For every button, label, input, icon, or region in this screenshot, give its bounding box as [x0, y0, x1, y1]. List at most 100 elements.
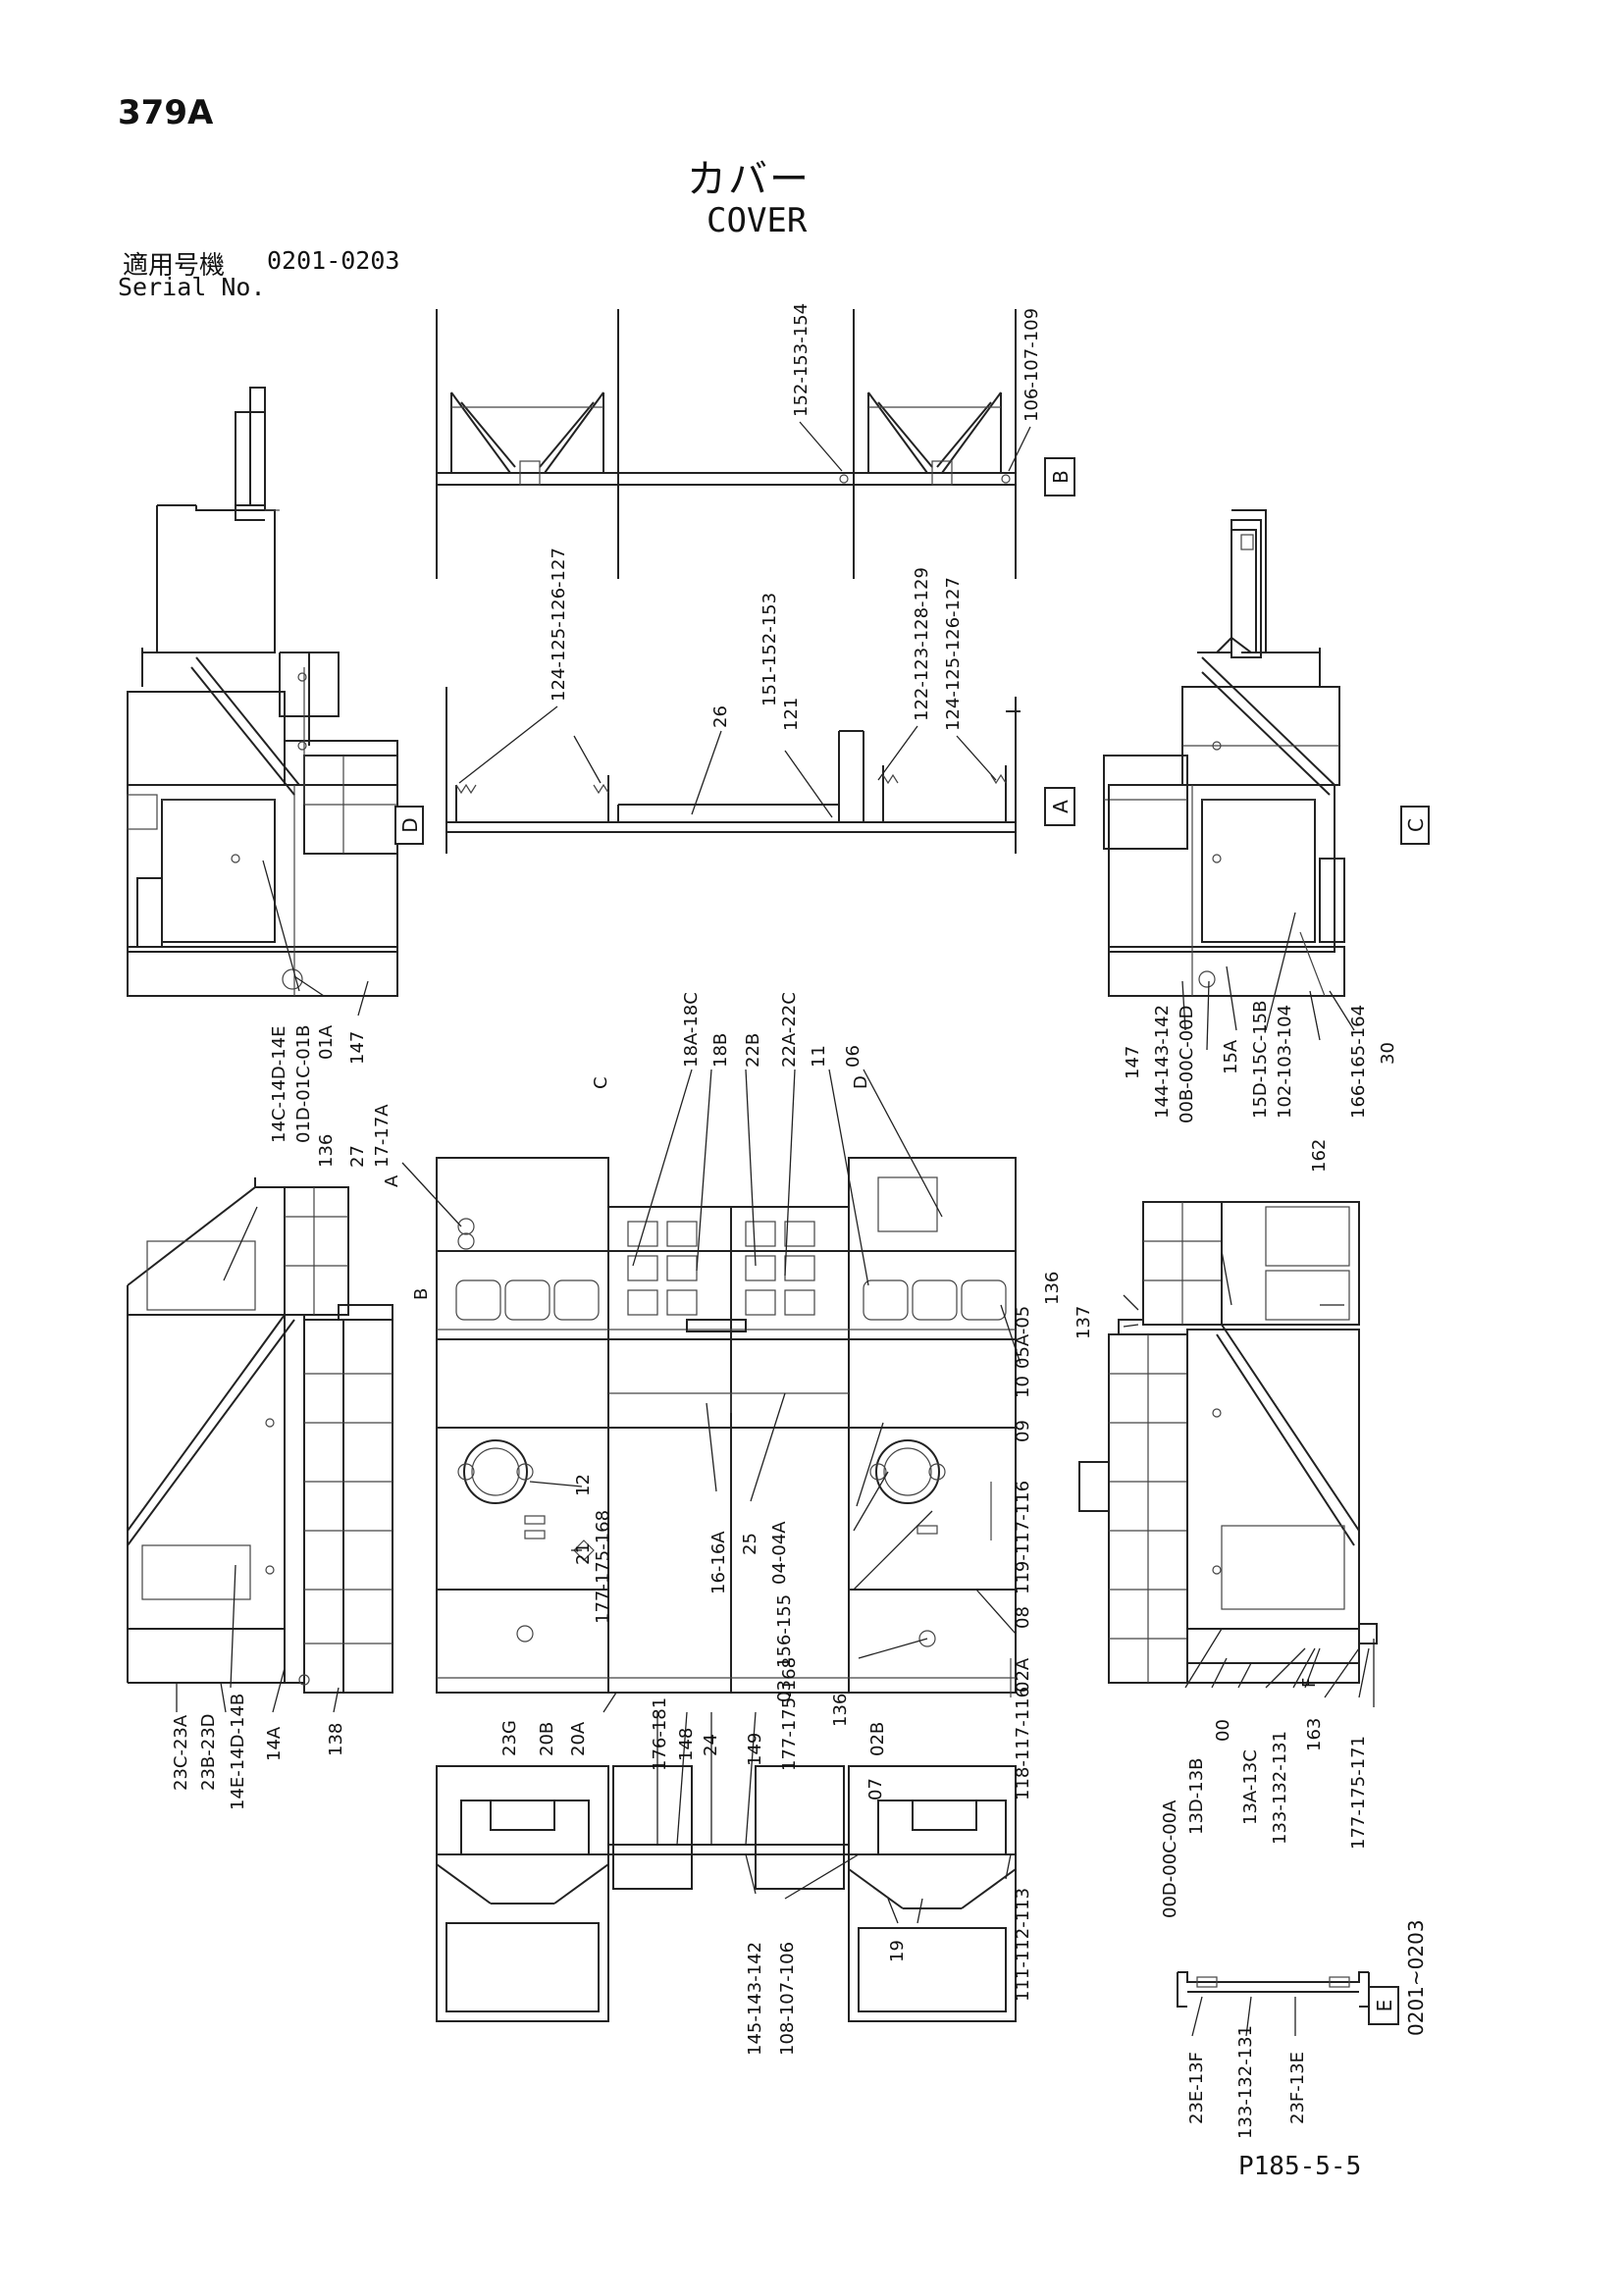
part-label: 122-123-128-129	[912, 567, 932, 721]
part-label: 106-107-109	[1021, 308, 1042, 422]
arrow-label-f: F	[1299, 1678, 1320, 1688]
part-label: 151-152-153	[759, 593, 780, 706]
serial-range: 0201-0203	[267, 246, 400, 275]
view-e-letter: E	[1373, 2000, 1396, 2012]
part-label: 03	[774, 1680, 795, 1702]
part-label: 138	[326, 1723, 346, 1756]
part-label: 22B	[743, 1033, 763, 1068]
part-label: 30	[1378, 1042, 1398, 1065]
arrow-label-c: C	[591, 1076, 611, 1089]
part-label: 145-143-142	[745, 1942, 765, 2056]
part-label: 23E-13F	[1186, 2052, 1207, 2124]
part-label: 17-17A	[372, 1104, 393, 1168]
part-label: 26	[710, 705, 731, 728]
part-label: 121	[781, 698, 802, 731]
arrow-label-a: A	[382, 1174, 402, 1187]
view-d-marker	[394, 806, 424, 845]
part-label: 13D-13B	[1186, 1757, 1207, 1835]
part-label: 14A	[264, 1726, 285, 1761]
part-label: 00B-00C-00D	[1177, 1006, 1197, 1123]
arrow-label-b: B	[411, 1288, 432, 1300]
serial-label-japanese: 適用号機	[123, 251, 226, 281]
part-label: 118-117-116	[1013, 1687, 1033, 1800]
part-label: 20A	[568, 1721, 589, 1756]
part-label: 152-153-154	[791, 303, 812, 417]
part-label: 01D-01C-01B	[293, 1025, 314, 1143]
part-label: 06	[843, 1045, 864, 1068]
title-japanese: カバー	[687, 157, 811, 202]
part-label: 27	[347, 1145, 368, 1168]
part-label: 177-175-168	[593, 1510, 613, 1624]
part-label: 01A	[316, 1024, 337, 1060]
part-label: 149	[745, 1733, 765, 1766]
part-label: 05A-05	[1013, 1306, 1033, 1369]
view-b-letter: B	[1049, 470, 1073, 484]
part-label: 144-143-142	[1152, 1005, 1173, 1119]
part-label: 147	[1123, 1046, 1143, 1079]
page-code: P185-5-5	[1238, 2152, 1362, 2181]
e-view-serial: 0201~0203	[1404, 1919, 1428, 2036]
part-label: 23F-13E	[1287, 2052, 1308, 2124]
part-label: 13A-13C	[1240, 1749, 1261, 1825]
part-label: 177-175-168	[779, 1657, 800, 1771]
part-label: 166-165-164	[1348, 1005, 1369, 1119]
part-label: 02A	[1013, 1657, 1033, 1693]
view-c-side	[1103, 509, 1355, 1051]
part-label: 148	[676, 1728, 697, 1761]
part-label: 12	[573, 1474, 594, 1496]
part-label: 136	[1042, 1272, 1063, 1305]
part-label: 177-175-171	[1348, 1736, 1369, 1850]
part-label: 22A-22C	[779, 992, 800, 1068]
part-label: 156-155	[774, 1594, 795, 1668]
part-label: 16-16A	[708, 1531, 729, 1594]
view-e-section	[1177, 1971, 1370, 2037]
part-label: 108-107-106	[777, 1942, 798, 2056]
view-a-letter: A	[1049, 800, 1073, 813]
part-label: 10	[1013, 1376, 1033, 1398]
part-label: 00	[1213, 1719, 1233, 1742]
arrow-label-d: D	[851, 1075, 871, 1089]
view-a-frame	[445, 687, 1021, 854]
view-b-marker	[1044, 457, 1075, 496]
part-label: 23G	[499, 1720, 520, 1756]
view-a-marker	[1044, 787, 1075, 826]
view-d-side	[127, 387, 398, 1017]
title-english: COVER	[707, 201, 808, 240]
part-label: 111-112-113	[1013, 1888, 1033, 2002]
bottom-steps-plan	[436, 1711, 1017, 2022]
part-label: 162	[1309, 1139, 1330, 1173]
right-lower-side	[1078, 1201, 1378, 1707]
view-e-marker	[1368, 1986, 1399, 2025]
part-label: 09	[1013, 1420, 1033, 1442]
view-c-letter: C	[1404, 818, 1428, 832]
part-label: 20B	[537, 1722, 557, 1756]
center-plan	[401, 1069, 1021, 1713]
part-label: 19	[887, 1940, 908, 1962]
left-lower-side	[127, 1177, 393, 1713]
part-label: 124-125-126-127	[943, 577, 964, 731]
part-label: 11	[809, 1045, 829, 1068]
part-label: 21	[573, 1542, 594, 1565]
part-label: 18A-18C	[681, 992, 702, 1068]
view-b-frame	[436, 309, 1031, 579]
part-label: 18B	[710, 1033, 731, 1068]
part-label: 04-04A	[769, 1521, 790, 1585]
part-label: 02B	[867, 1722, 888, 1756]
page-number: 379A	[118, 93, 214, 132]
part-label: 14E-14D-14B	[228, 1694, 248, 1810]
part-label: 133-132-131	[1270, 1731, 1290, 1845]
view-d-letter: D	[398, 817, 422, 832]
part-label: 137	[1073, 1306, 1094, 1339]
part-label: 14C-14D-14E	[269, 1025, 289, 1143]
serial-label-english: Serial No.	[118, 273, 266, 301]
part-label: 102-103-104	[1275, 1005, 1295, 1119]
part-label: 00D-00C-00A	[1160, 1800, 1180, 1918]
part-label: 136	[316, 1134, 337, 1168]
part-label: 147	[347, 1031, 368, 1065]
part-label: 133-132-131	[1235, 2025, 1256, 2139]
view-c-marker	[1400, 806, 1430, 845]
part-label: 15A	[1221, 1039, 1241, 1074]
part-label: 119-117-116	[1013, 1481, 1033, 1594]
part-label: 136	[830, 1694, 851, 1727]
